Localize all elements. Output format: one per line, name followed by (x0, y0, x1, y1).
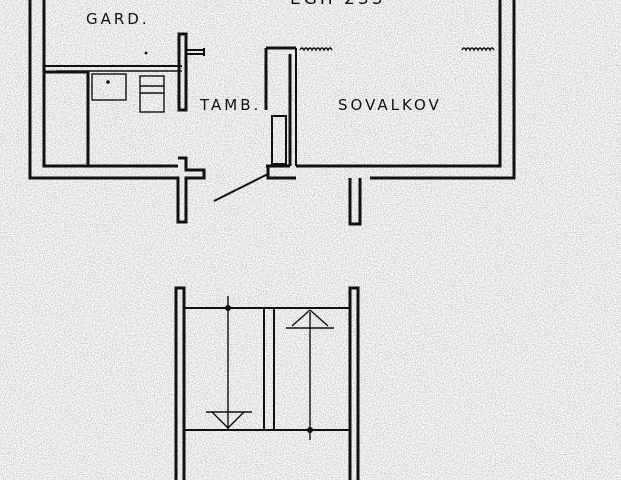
partition-wall (177, 32, 205, 112)
bedroom-label: SOVALKOV (338, 96, 442, 114)
wardrobe-area (42, 51, 182, 168)
staircase (174, 286, 360, 480)
wardrobe-label: GARD. (86, 10, 150, 28)
vestibule-label: TAMB. (199, 96, 261, 114)
exterior-walls (28, 0, 516, 180)
top-room-label: EGH 233 (290, 0, 386, 9)
bedroom-partition (264, 46, 495, 166)
entrance (170, 156, 362, 226)
